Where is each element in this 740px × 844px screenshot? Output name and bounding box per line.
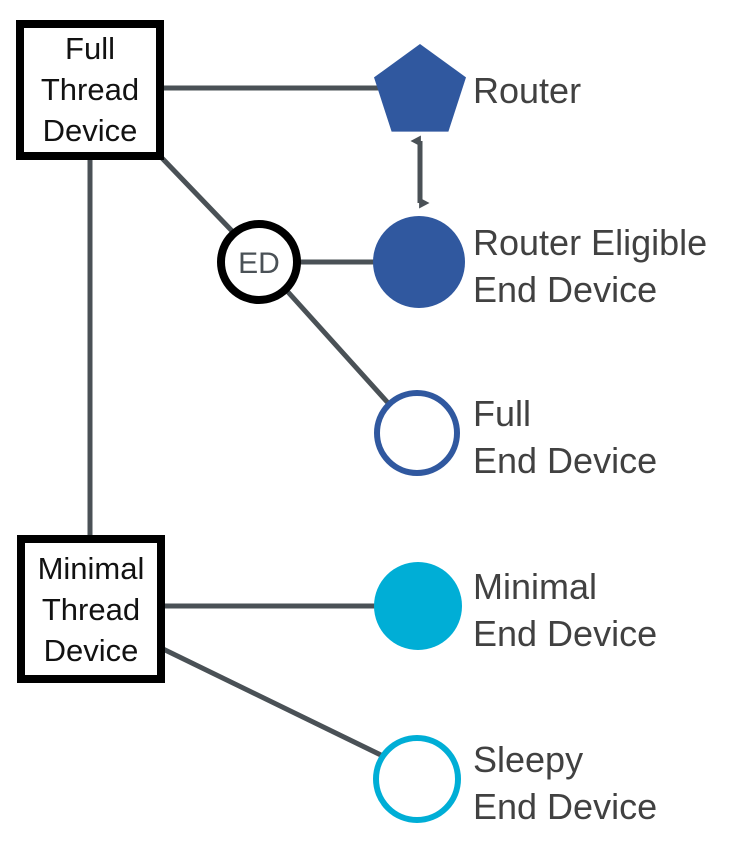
legend-label-minimal-end-device-line2: End Device (473, 613, 657, 654)
node-full-thread-device[interactable]: Full Thread Device (16, 20, 164, 160)
legend-shape-full-end-device[interactable] (374, 390, 460, 476)
legend-label-full-end-device-line2: End Device (473, 440, 657, 481)
legend-labels: Router Router Eligible End Device Full E… (473, 70, 707, 827)
full-thread-device-label-line2: Thread (41, 72, 139, 107)
minimal-thread-device-label-line2: Thread (42, 592, 140, 627)
end-device-hub-circle[interactable] (217, 220, 301, 304)
node-minimal-thread-device[interactable]: Minimal Thread Device (17, 535, 165, 683)
connector-lines (87, 85, 430, 760)
router-pentagon-icon[interactable] (374, 44, 466, 132)
legend-label-sleepy-end-device-line2: End Device (473, 786, 657, 827)
full-thread-device-box[interactable] (16, 20, 164, 160)
legend-shape-sleepy-end-device[interactable] (373, 735, 461, 823)
legend-shape-router-eligible-end-device[interactable] (373, 216, 465, 308)
legend-label-minimal-end-device-line1: Minimal (473, 566, 597, 607)
legend-shape-minimal-end-device[interactable] (374, 562, 462, 650)
legend-label-sleepy-end-device-line1: Sleepy (473, 739, 583, 780)
minimal-thread-device-box[interactable] (17, 535, 165, 683)
minimal-thread-device-label-line3: Device (44, 633, 139, 668)
router-eligible-end-device-circle-icon[interactable] (373, 216, 465, 308)
full-end-device-circle-icon[interactable] (374, 390, 460, 476)
connector-ftd-to-ed (159, 155, 235, 234)
connector-ed-to-full-end-device (286, 290, 391, 406)
legend-label-router-line1: Router (473, 70, 581, 111)
full-thread-device-label-line3: Device (43, 113, 138, 148)
node-end-device-hub[interactable]: ED (217, 220, 301, 304)
legend-label-router-eligible-end-device-line1: Router Eligible (473, 222, 707, 263)
legend-shape-router[interactable] (374, 44, 466, 132)
end-device-hub-label: ED (238, 247, 280, 280)
minimal-end-device-circle-icon[interactable] (374, 562, 462, 650)
full-thread-device-label-line1: Full (65, 31, 115, 66)
legend-label-router-eligible-end-device-line2: End Device (473, 269, 657, 310)
legend-label-full-end-device-line1: Full (473, 393, 531, 434)
connector-mtd-to-sleepy-end-device (159, 645, 387, 760)
minimal-thread-device-label-line1: Minimal (38, 551, 145, 586)
sleepy-end-device-circle-icon[interactable] (373, 735, 461, 823)
